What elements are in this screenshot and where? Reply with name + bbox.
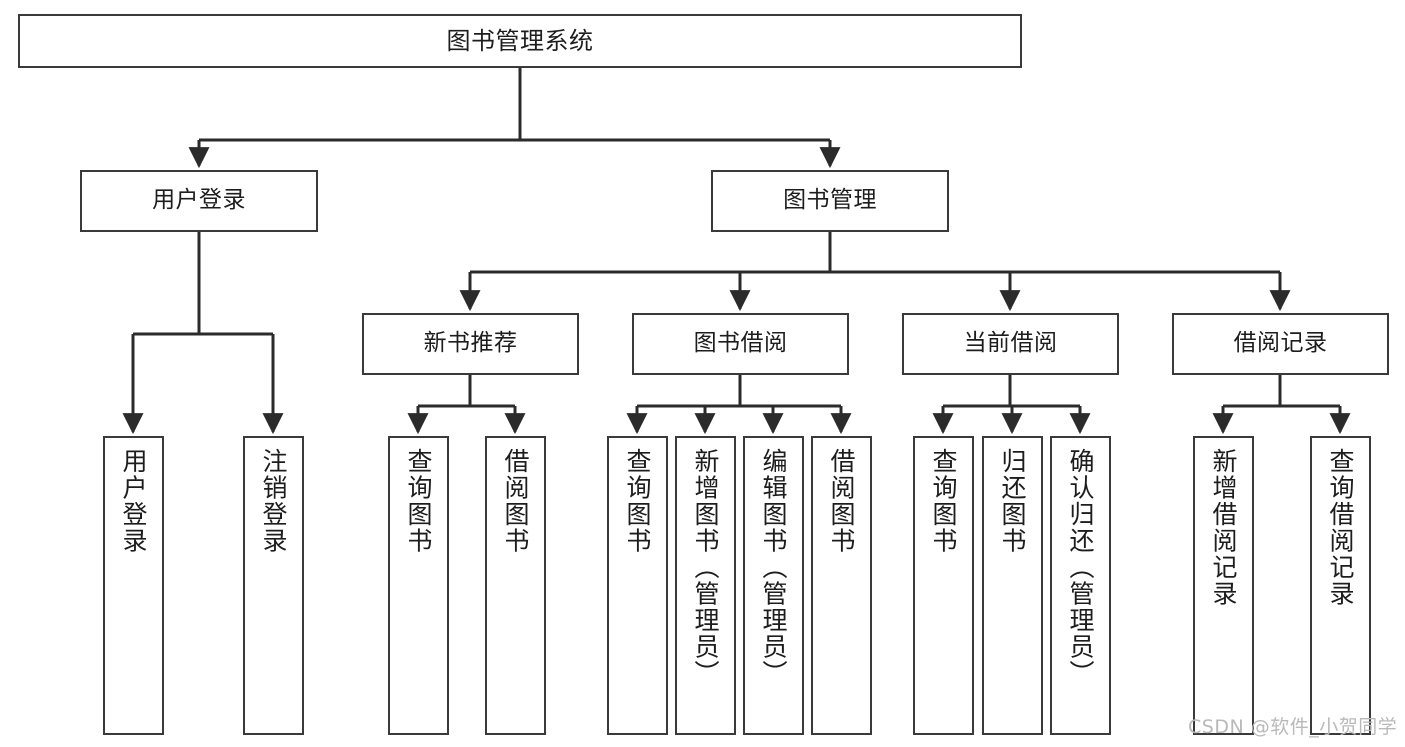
node-leaf-borrow-book-1-label: 借阅图书	[501, 448, 530, 554]
node-leaf-query-record[interactable]: 查询借阅记录	[1310, 436, 1371, 735]
node-leaf-query-book-2-label: 查询图书	[623, 448, 652, 554]
node-user-login-label: 用户登录	[152, 187, 246, 214]
node-leaf-add-book-label: 新增图书（管理员）	[691, 448, 720, 687]
node-leaf-logout[interactable]: 注销登录	[243, 436, 304, 735]
node-leaf-query-book-1[interactable]: 查询图书	[388, 436, 449, 735]
node-leaf-user-login[interactable]: 用户登录	[103, 436, 164, 735]
node-leaf-return-book-label: 归还图书	[998, 448, 1027, 554]
node-book-borrow-label: 图书借阅	[693, 330, 788, 357]
node-book-manage[interactable]: 图书管理	[711, 170, 949, 232]
node-user-login[interactable]: 用户登录	[80, 170, 318, 232]
node-leaf-add-record[interactable]: 新增借阅记录	[1193, 436, 1254, 735]
node-root[interactable]: 图书管理系统	[18, 14, 1022, 68]
node-leaf-user-login-label: 用户登录	[119, 448, 148, 554]
node-leaf-add-book[interactable]: 新增图书（管理员）	[675, 436, 736, 735]
node-borrow-record[interactable]: 借阅记录	[1172, 313, 1389, 375]
node-leaf-return-book[interactable]: 归还图书	[982, 436, 1043, 735]
node-leaf-borrow-book-2[interactable]: 借阅图书	[811, 436, 872, 735]
node-leaf-query-book-3[interactable]: 查询图书	[913, 436, 974, 735]
node-new-book-recommend[interactable]: 新书推荐	[362, 313, 579, 375]
node-borrow-record-label: 借阅记录	[1233, 330, 1328, 357]
node-leaf-confirm-return[interactable]: 确认归还（管理员）	[1050, 436, 1111, 735]
node-new-book-recommend-label: 新书推荐	[423, 330, 518, 357]
node-leaf-edit-book-label: 编辑图书（管理员）	[759, 448, 788, 687]
node-leaf-confirm-return-label: 确认归还（管理员）	[1066, 448, 1095, 687]
node-book-borrow[interactable]: 图书借阅	[632, 313, 849, 375]
node-leaf-edit-book[interactable]: 编辑图书（管理员）	[743, 436, 804, 735]
node-root-label: 图书管理系统	[446, 26, 594, 55]
watermark: CSDN @软件_小贺同学	[1188, 716, 1398, 738]
node-leaf-query-book-3-label: 查询图书	[929, 448, 958, 554]
node-leaf-borrow-book-2-label: 借阅图书	[827, 448, 856, 554]
node-leaf-query-book-1-label: 查询图书	[404, 448, 433, 554]
node-leaf-query-book-2[interactable]: 查询图书	[607, 436, 668, 735]
node-book-manage-label: 图书管理	[783, 187, 877, 214]
node-current-borrow[interactable]: 当前借阅	[902, 313, 1119, 375]
node-leaf-logout-label: 注销登录	[259, 448, 288, 554]
node-leaf-borrow-book-1[interactable]: 借阅图书	[485, 436, 546, 735]
node-leaf-add-record-label: 新增借阅记录	[1209, 448, 1238, 607]
node-leaf-query-record-label: 查询借阅记录	[1326, 448, 1355, 607]
node-current-borrow-label: 当前借阅	[963, 330, 1058, 357]
